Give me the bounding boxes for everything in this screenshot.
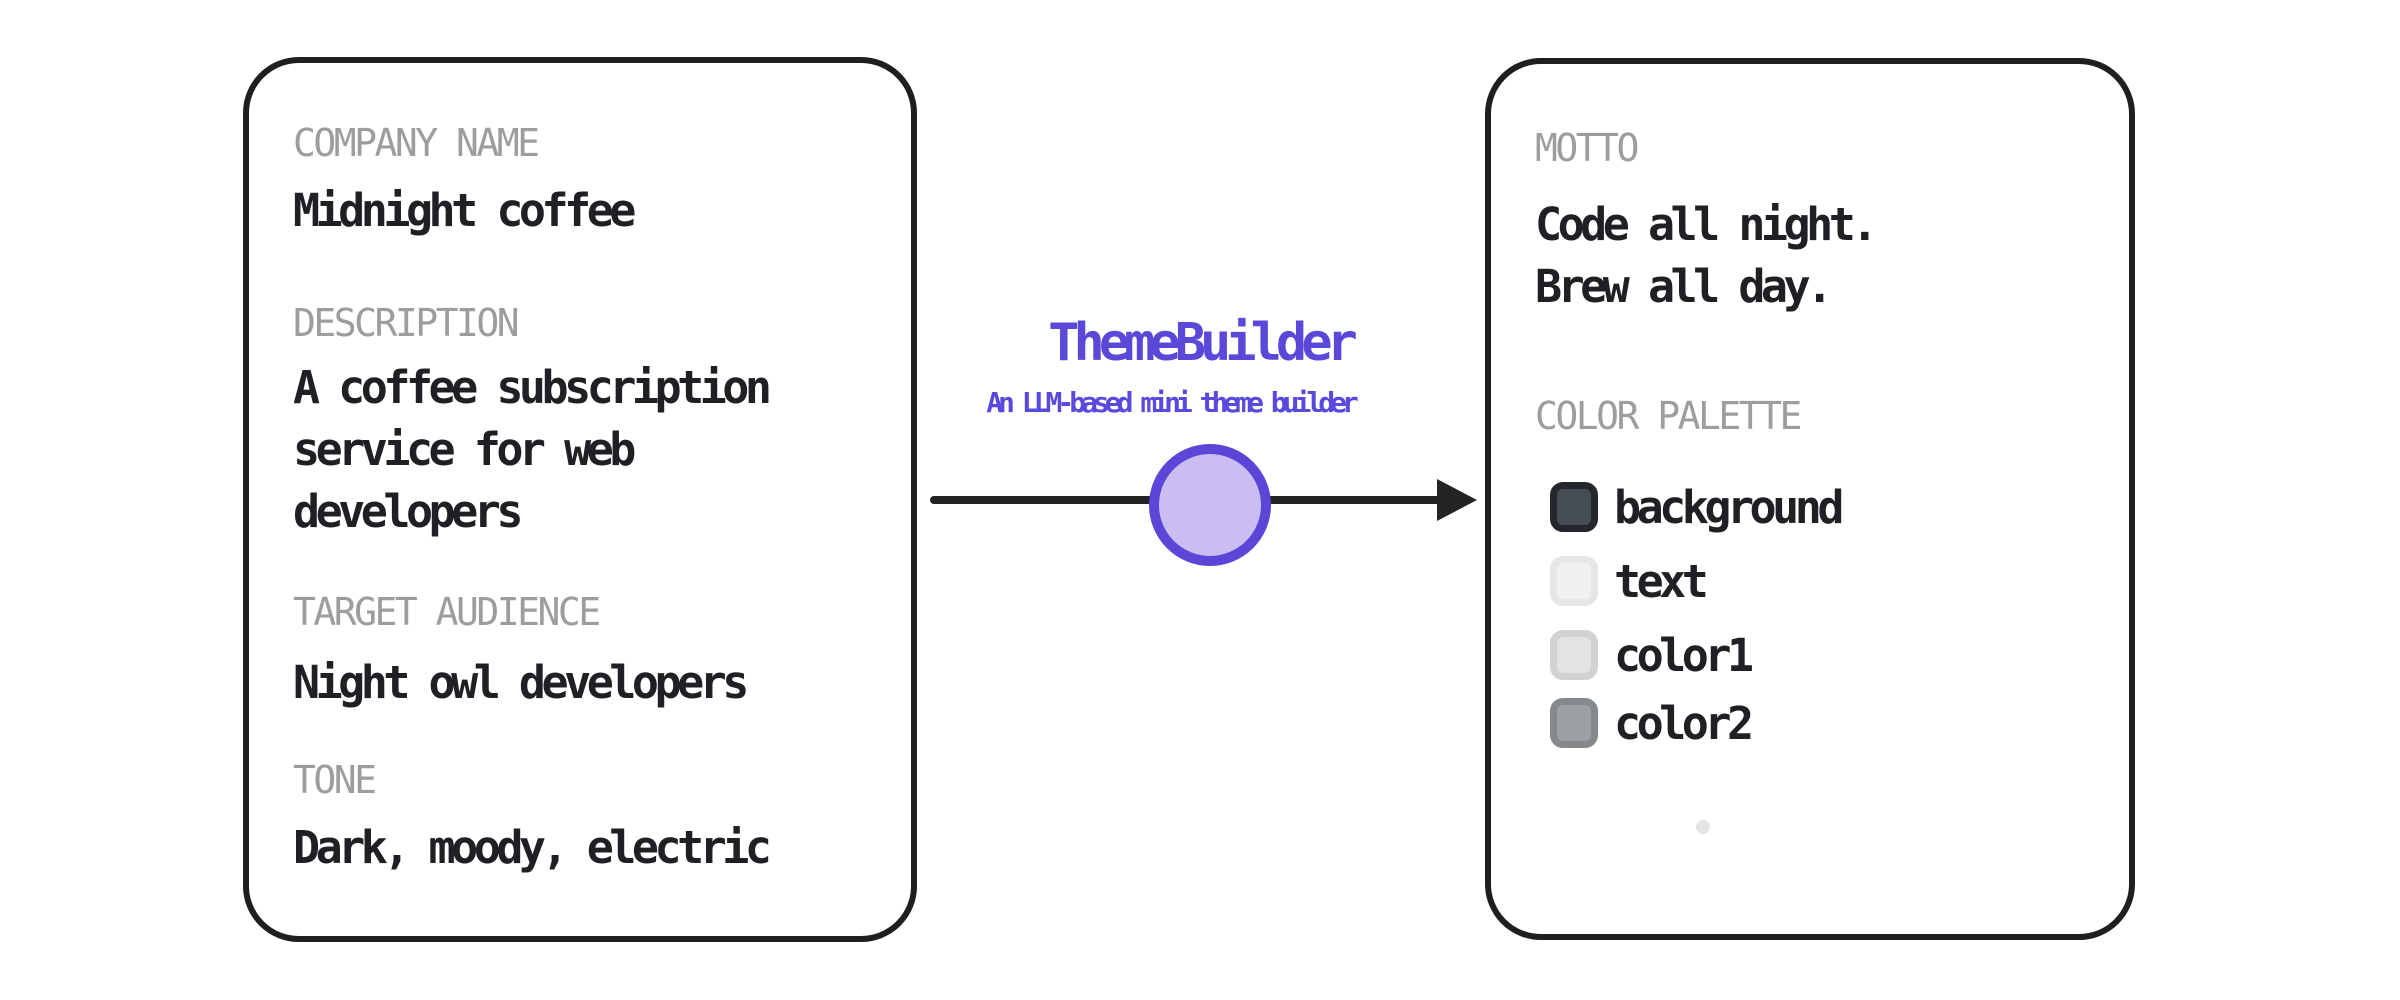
palette-row: text	[1550, 554, 1709, 608]
swatch-label: text	[1614, 554, 1709, 608]
color2-swatch	[1550, 698, 1598, 748]
company-name-label: COMPANY NAME	[293, 121, 540, 165]
swatch-label: background	[1614, 480, 1844, 534]
output-card: MOTTO Code all night. Brew all day. COLO…	[1485, 58, 2135, 940]
faint-dot	[1696, 820, 1710, 834]
swatch-label: color1	[1614, 628, 1754, 682]
target-audience-value: Night owl developers	[293, 656, 749, 709]
builder-subtitle: An LLM-based mini theme builder	[986, 386, 1359, 419]
input-card: COMPANY NAME Midnight coffee DESCRIPTION…	[243, 57, 917, 942]
text-color-swatch	[1550, 556, 1598, 606]
description-label: DESCRIPTION	[293, 301, 520, 345]
background-color-swatch	[1550, 482, 1598, 532]
target-audience-label: TARGET AUDIENCE	[293, 590, 601, 634]
motto-value: Code all night. Brew all day.	[1535, 198, 1878, 313]
company-name-value: Midnight coffee	[293, 184, 636, 237]
palette-row: background	[1550, 480, 1844, 534]
motto-label: MOTTO	[1535, 126, 1639, 170]
color1-swatch	[1550, 630, 1598, 680]
description-value: A coffee subscription service for web de…	[293, 361, 772, 538]
color-palette-label: COLOR PALETTE	[1535, 394, 1802, 438]
palette-row: color2	[1550, 696, 1754, 750]
swatch-label: color2	[1614, 696, 1754, 750]
palette-row: color1	[1550, 628, 1754, 682]
tone-label: TONE	[293, 758, 377, 802]
builder-title: ThemeBuilder	[1048, 313, 1358, 373]
builder-node-circle-icon	[1149, 444, 1271, 566]
tone-value: Dark, moody, electric	[293, 821, 772, 874]
flow-arrow-head-icon	[1437, 479, 1477, 521]
